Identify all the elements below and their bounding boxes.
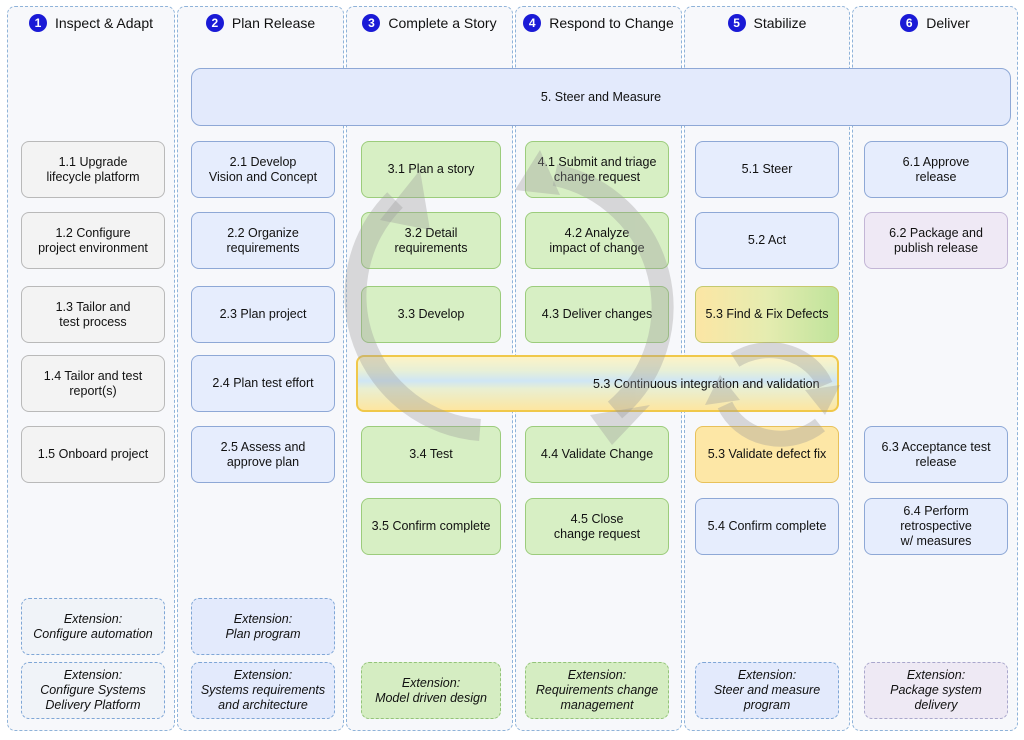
- task-4-2: 4.2 Analyze impact of change: [525, 212, 669, 269]
- task-2-1: 2.1 Develop Vision and Concept: [191, 141, 335, 198]
- extension-3-1: Extension: Model driven design: [361, 662, 501, 719]
- task-2-5: 2.5 Assess and approve plan: [191, 426, 335, 483]
- task-3-2: 3.2 Detail requirements: [361, 212, 501, 269]
- task-4-1: 4.1 Submit and triage change request: [525, 141, 669, 198]
- step-number-badge: 5: [727, 14, 746, 32]
- task-4-3: 4.3 Deliver changes: [525, 286, 669, 343]
- task-2-3: 2.3 Plan project: [191, 286, 335, 343]
- task-3-1: 3.1 Plan a story: [361, 141, 501, 198]
- task-3-4: 3.4 Test: [361, 426, 501, 483]
- task-4-4: 4.4 Validate Change: [525, 426, 669, 483]
- ci-label: 5.3 Continuous integration and validatio…: [593, 376, 820, 391]
- task-1-5: 1.5 Onboard project: [21, 426, 165, 483]
- lane-header-6: 6 Deliver: [852, 10, 1018, 36]
- extension-6-1: Extension: Package system delivery: [864, 662, 1008, 719]
- task-1-1: 1.1 Upgrade lifecycle platform: [21, 141, 165, 198]
- task-5-3-find-fix: 5.3 Find & Fix Defects: [695, 286, 839, 343]
- task-5-3-validate: 5.3 Validate defect fix: [695, 426, 839, 483]
- task-3-5: 3.5 Confirm complete: [361, 498, 501, 555]
- lane-header-4: 4 Respond to Change: [515, 10, 682, 36]
- step-number-badge: 6: [900, 14, 919, 32]
- lane-deliver: [852, 6, 1018, 731]
- lane-title: Respond to Change: [549, 15, 674, 31]
- lane-title: Stabilize: [753, 15, 807, 31]
- task-6-2: 6.2 Package and publish release: [864, 212, 1008, 269]
- lane-title: Deliver: [926, 15, 970, 31]
- task-1-2: 1.2 Configure project environment: [21, 212, 165, 269]
- extension-2-2: Extension: Systems requirements and arch…: [191, 662, 335, 719]
- lane-title: Inspect & Adapt: [54, 15, 154, 31]
- extension-4-1: Extension: Requirements change managemen…: [525, 662, 669, 719]
- steer-and-measure-banner: 5. Steer and Measure: [191, 68, 1011, 126]
- task-1-3: 1.3 Tailor and test process: [21, 286, 165, 343]
- task-5-2: 5.2 Act: [695, 212, 839, 269]
- extension-1-1: Extension: Configure automation: [21, 598, 165, 655]
- step-number-badge: 3: [362, 14, 381, 32]
- step-number-badge: 2: [205, 14, 224, 32]
- extension-1-2: Extension: Configure Systems Delivery Pl…: [21, 662, 165, 719]
- task-3-3: 3.3 Develop: [361, 286, 501, 343]
- lane-header-1: 1 Inspect & Adapt: [7, 10, 175, 36]
- lane-title: Plan Release: [231, 15, 316, 31]
- task-6-3: 6.3 Acceptance test release: [864, 426, 1008, 483]
- task-2-4: 2.4 Plan test effort: [191, 355, 335, 412]
- task-5-4: 5.4 Confirm complete: [695, 498, 839, 555]
- lane-header-2: 2 Plan Release: [177, 10, 344, 36]
- step-number-badge: 4: [523, 14, 542, 32]
- continuous-integration-bar: 5.3 Continuous integration and validatio…: [356, 355, 839, 412]
- task-6-4: 6.4 Perform retrospective w/ measures: [864, 498, 1008, 555]
- step-number-badge: 1: [28, 14, 47, 32]
- lane-header-3: 3 Complete a Story: [346, 10, 513, 36]
- task-4-5: 4.5 Close change request: [525, 498, 669, 555]
- task-1-4: 1.4 Tailor and test report(s): [21, 355, 165, 412]
- task-6-1: 6.1 Approve release: [864, 141, 1008, 198]
- lane-header-5: 5 Stabilize: [684, 10, 850, 36]
- task-2-2: 2.2 Organize requirements: [191, 212, 335, 269]
- extension-2-1: Extension: Plan program: [191, 598, 335, 655]
- extension-5-1: Extension: Steer and measure program: [695, 662, 839, 719]
- lane-title: Complete a Story: [388, 15, 497, 31]
- task-5-1: 5.1 Steer: [695, 141, 839, 198]
